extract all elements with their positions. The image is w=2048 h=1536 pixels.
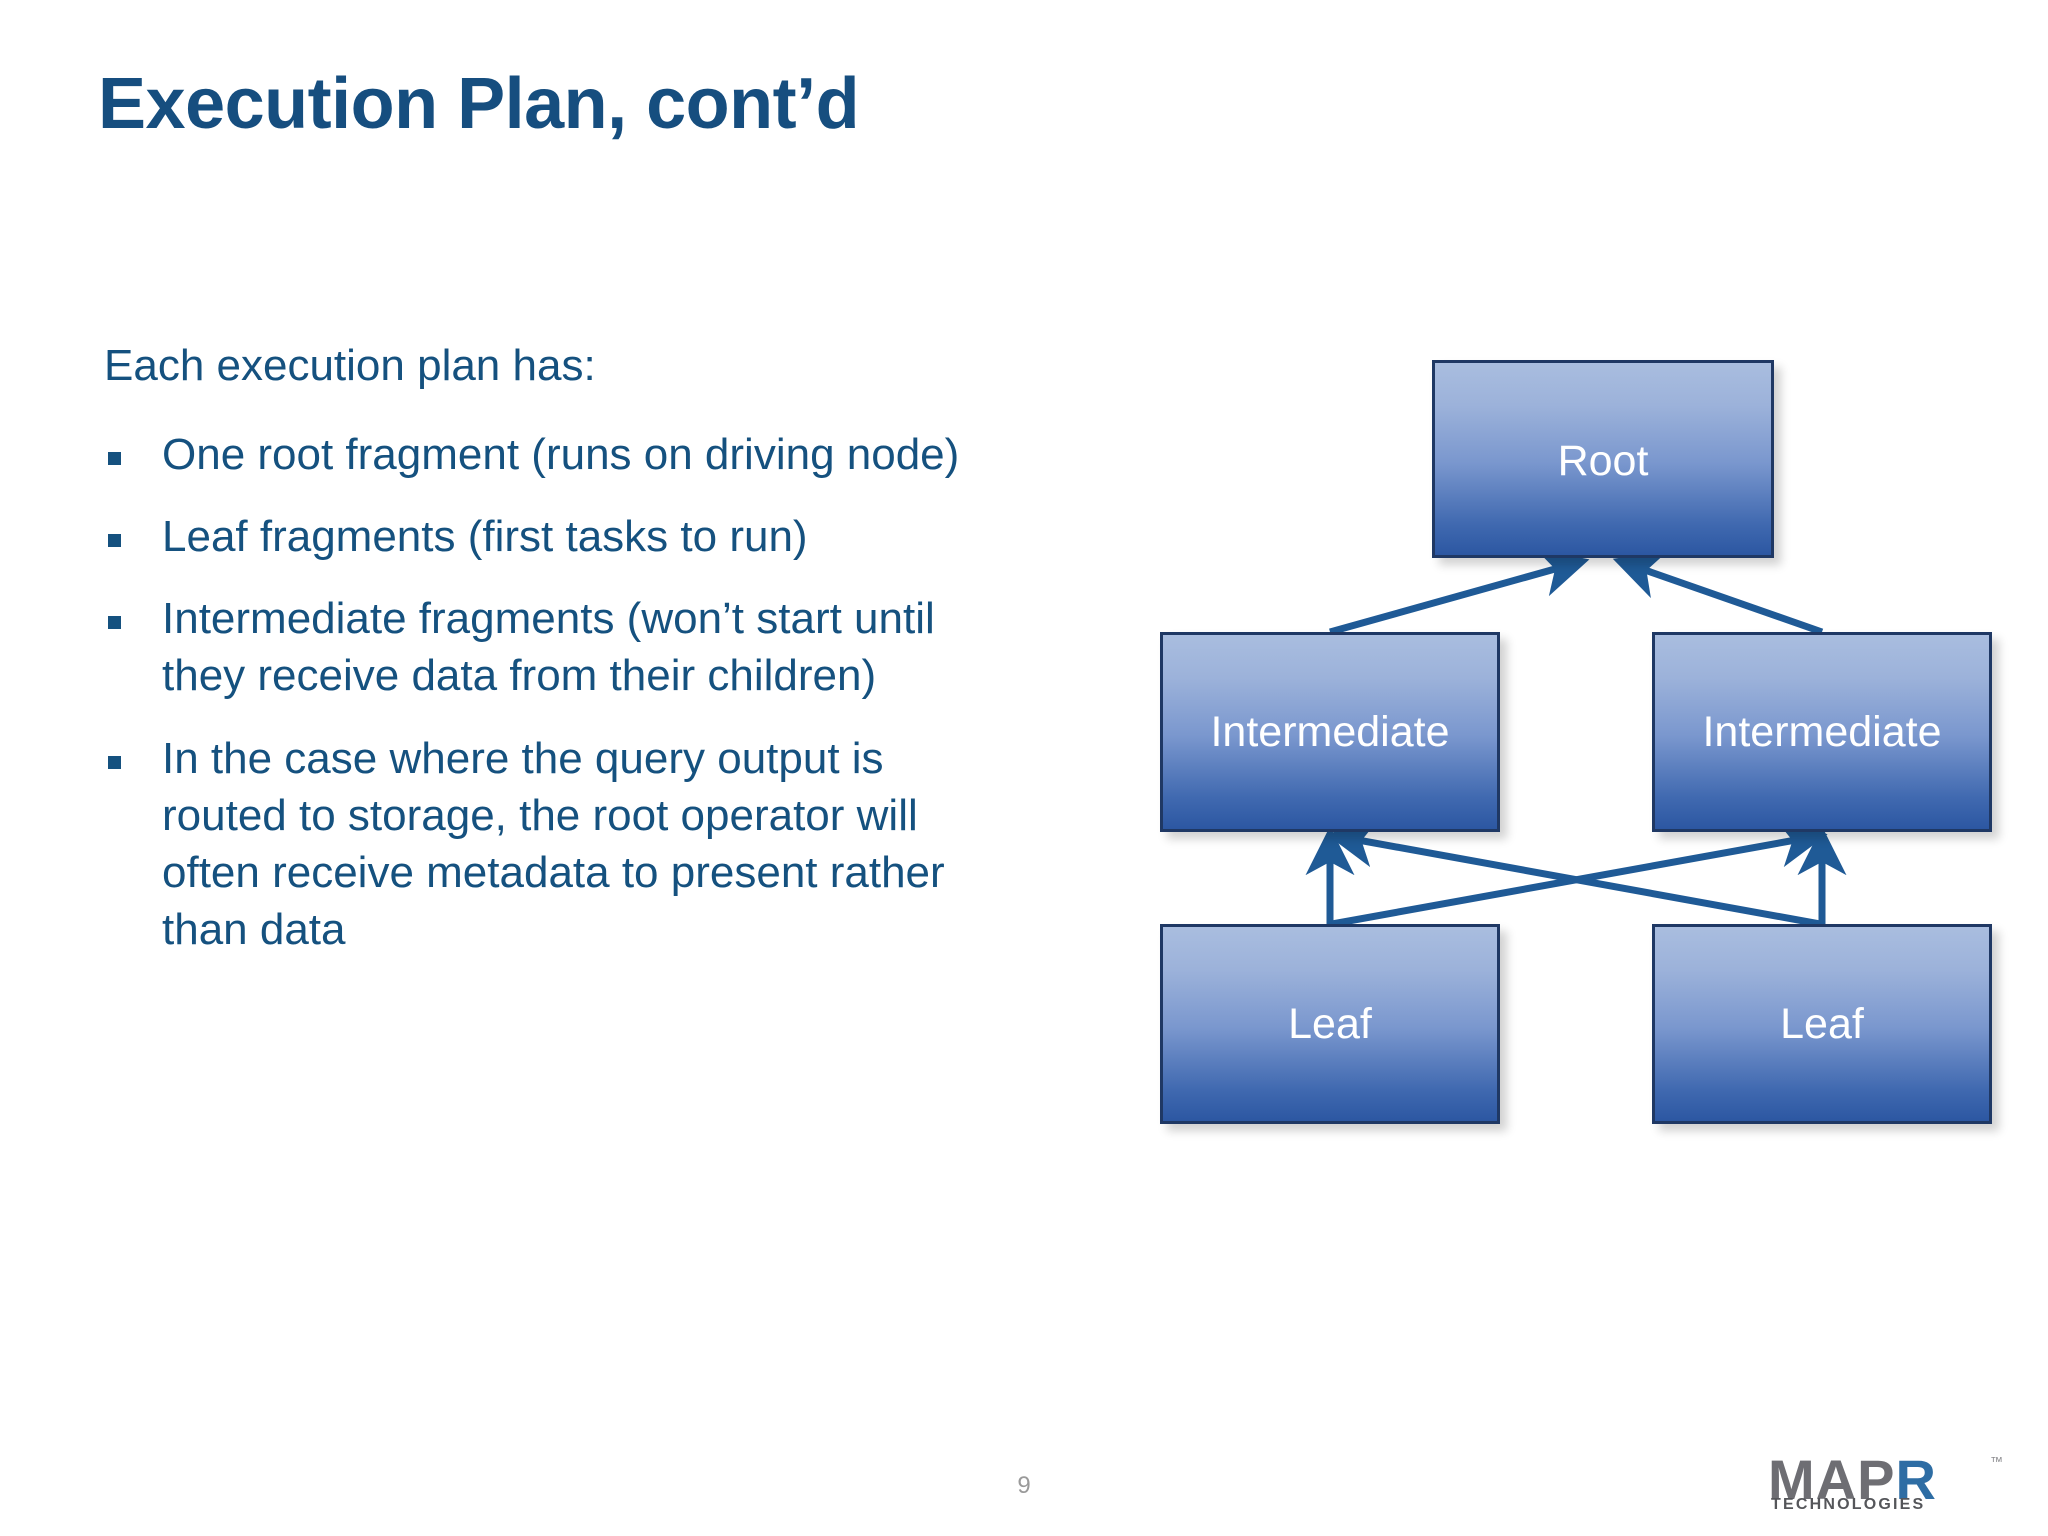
list-item: Leaf fragments (first tasks to run) xyxy=(100,508,1160,565)
page-number: 9 xyxy=(1017,1472,1031,1499)
logo-wordmark-blue: R xyxy=(1895,1448,1937,1511)
diagram-node-leaf-left-label: Leaf xyxy=(1288,999,1372,1048)
logo-wordmark: MAPR xyxy=(1768,1452,1937,1508)
diagram-node-intermediate-left[interactable]: Intermediate xyxy=(1160,632,1500,832)
list-item-text: Intermediate fragments (won’t start unti… xyxy=(162,594,935,701)
list-item: In the case where the query output is ro… xyxy=(100,730,1160,959)
diagram-node-intermediate-right-label: Intermediate xyxy=(1702,707,1942,756)
diagram-node-leaf-right[interactable]: Leaf xyxy=(1652,924,1992,1124)
bullet-list: One root fragment (runs on driving node)… xyxy=(100,426,1160,959)
list-item-text: Leaf fragments (first tasks to run) xyxy=(162,512,808,562)
page-title: Execution Plan, cont’d xyxy=(98,64,860,144)
list-item: Intermediate fragments (won’t start unti… xyxy=(100,590,1160,704)
execution-plan-diagram: Root Intermediate Intermediate Leaf Leaf xyxy=(1160,360,2020,1160)
edge-intermediate-left-to-root xyxy=(1329,548,1590,636)
diagram-connectors xyxy=(1305,548,1847,928)
list-item-text: In the case where the query output is ro… xyxy=(162,733,945,955)
diagram-node-leaf-right-label: Leaf xyxy=(1780,999,1864,1048)
lead-line: Each execution plan has: xyxy=(104,341,596,390)
diagram-node-root[interactable]: Root xyxy=(1432,360,1774,558)
list-item-text: One root fragment (runs on driving node) xyxy=(162,429,960,479)
logo-subtitle: TECHNOLOGIES xyxy=(1771,1496,1926,1513)
square-bullet-icon xyxy=(108,534,121,548)
square-bullet-icon xyxy=(108,755,121,769)
edge-intermediate-right-to-root xyxy=(1612,551,1824,636)
trademark-icon: ™ xyxy=(1990,1454,2003,1469)
diagram-node-intermediate-right[interactable]: Intermediate xyxy=(1652,632,1992,832)
body-content: Each execution plan has: One root fragme… xyxy=(100,340,1160,983)
square-bullet-icon xyxy=(108,616,121,630)
mapr-logo: MAPR TECHNOLOGIES ™ xyxy=(1768,1452,2008,1524)
square-bullet-icon xyxy=(108,451,121,465)
list-item: One root fragment (runs on driving node) xyxy=(100,426,1160,483)
diagram-node-leaf-left[interactable]: Leaf xyxy=(1160,924,1500,1124)
diagram-node-root-label: Root xyxy=(1557,436,1649,485)
edge-leaf-right-to-intermediate-left xyxy=(1326,818,1821,928)
diagram-node-intermediate-left-label: Intermediate xyxy=(1210,707,1450,756)
logo-wordmark-gray: MAP xyxy=(1768,1448,1896,1511)
